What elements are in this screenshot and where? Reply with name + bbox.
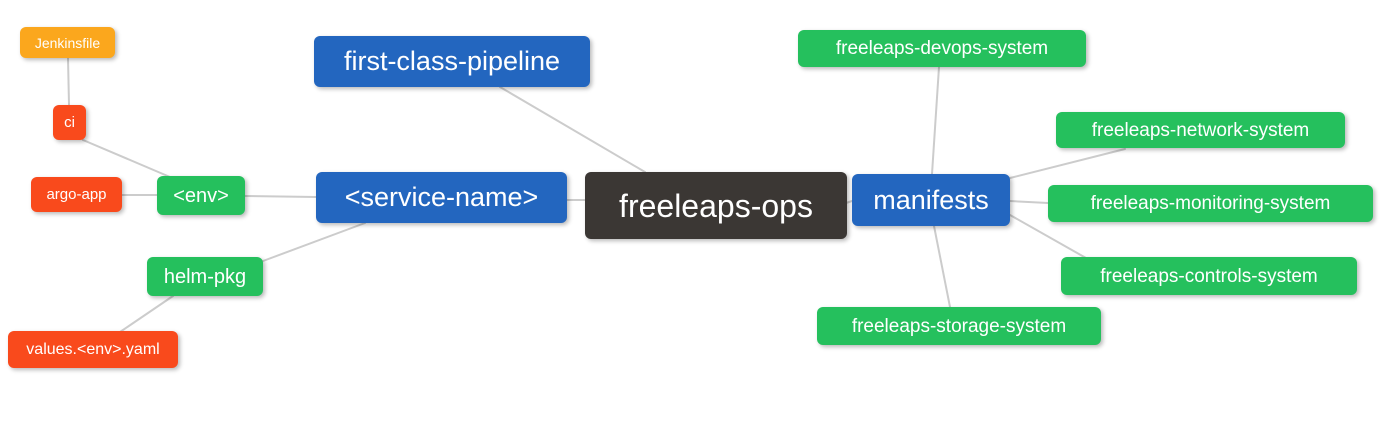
- node-freeleaps-devops-system[interactable]: freeleaps-devops-system: [798, 30, 1086, 67]
- node-freeleaps-ops[interactable]: freeleaps-ops: [585, 172, 847, 239]
- node-helm-pkg[interactable]: helm-pkg: [147, 257, 263, 296]
- node-jenkinsfile[interactable]: Jenkinsfile: [20, 27, 115, 58]
- node-service-name[interactable]: <service-name>: [316, 172, 567, 223]
- edge-manifests-freeleaps-controls-system: [1009, 214, 1087, 259]
- node-env[interactable]: <env>: [157, 176, 245, 215]
- edge-manifests-freeleaps-monitoring-system: [1009, 200, 1049, 204]
- node-freeleaps-network-system[interactable]: freeleaps-network-system: [1056, 112, 1345, 148]
- edge-first-class-pipeline-freeleaps-ops: [499, 86, 646, 173]
- node-values-env-yaml[interactable]: values.<env>.yaml: [8, 331, 178, 368]
- edge-freeleaps-ops-manifests: [845, 200, 853, 204]
- node-manifests[interactable]: manifests: [852, 174, 1010, 226]
- edge-env-service-name: [244, 195, 317, 198]
- node-first-class-pipeline[interactable]: first-class-pipeline: [314, 36, 590, 87]
- edge-values-env-yaml-helm-pkg: [119, 295, 174, 333]
- node-argo-app[interactable]: argo-app: [31, 177, 122, 212]
- edge-manifests-freeleaps-storage-system: [933, 225, 951, 308]
- edge-manifests-freeleaps-devops-system: [931, 66, 940, 175]
- edge-manifests-freeleaps-network-system: [1009, 148, 1126, 179]
- edge-jenkinsfile-ci: [67, 57, 70, 106]
- node-freeleaps-storage-system[interactable]: freeleaps-storage-system: [817, 307, 1101, 345]
- node-freeleaps-controls-system[interactable]: freeleaps-controls-system: [1061, 257, 1357, 295]
- node-ci[interactable]: ci: [53, 105, 86, 140]
- edge-ci-env: [82, 139, 171, 178]
- edge-service-name-helm-pkg: [262, 222, 366, 262]
- node-freeleaps-monitoring-system[interactable]: freeleaps-monitoring-system: [1048, 185, 1373, 222]
